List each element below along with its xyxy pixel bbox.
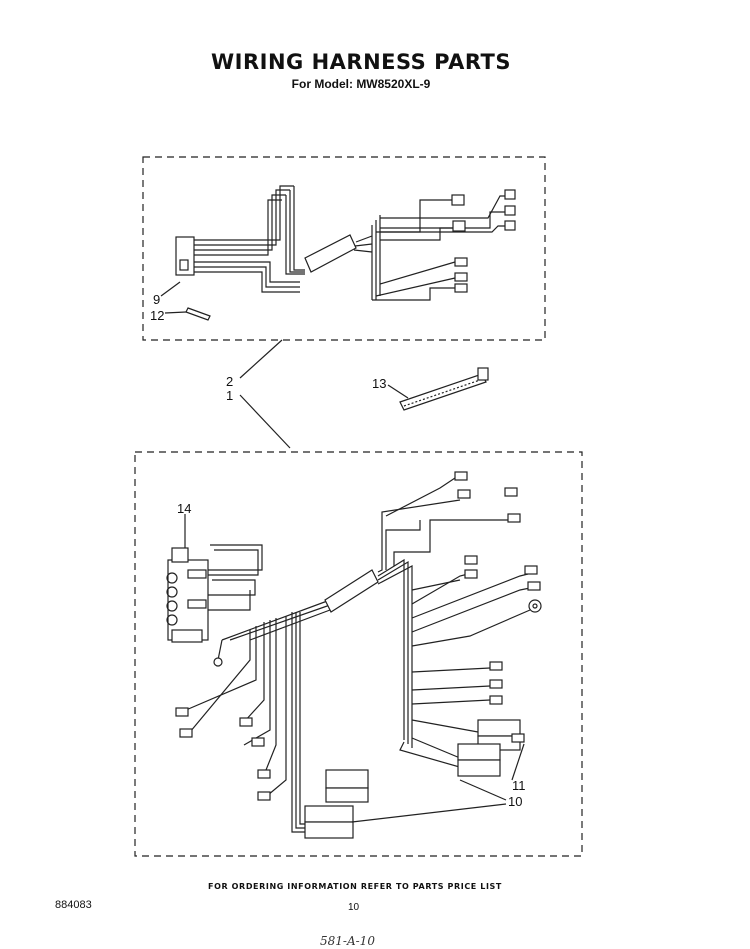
callout-2: 2 — [226, 374, 233, 389]
callout-13: 13 — [372, 376, 386, 391]
page-title: WIRING HARNESS PARTS — [210, 50, 511, 74]
model-subtitle: For Model: MW8520XL-9 — [291, 77, 431, 91]
upper-harness-box — [142, 156, 546, 341]
upper-harness-wires — [175, 185, 516, 321]
page-number: 10 — [348, 902, 360, 913]
callout-14: 14 — [177, 501, 191, 516]
callout-9: 9 — [153, 292, 160, 307]
ordering-note: FOR ORDERING INFORMATION REFER TO PARTS … — [208, 882, 502, 891]
callout-10: 10 — [508, 794, 522, 809]
document-code: 884083 — [55, 899, 92, 911]
callout-12: 12 — [150, 308, 164, 323]
lower-harness-box — [134, 451, 583, 857]
part-13-jumper — [399, 367, 489, 411]
callout-11: 11 — [512, 778, 526, 793]
handwritten-reference: 581-A-10 — [320, 934, 375, 948]
lower-harness-wires — [166, 471, 542, 839]
callout-1: 1 — [226, 388, 233, 403]
